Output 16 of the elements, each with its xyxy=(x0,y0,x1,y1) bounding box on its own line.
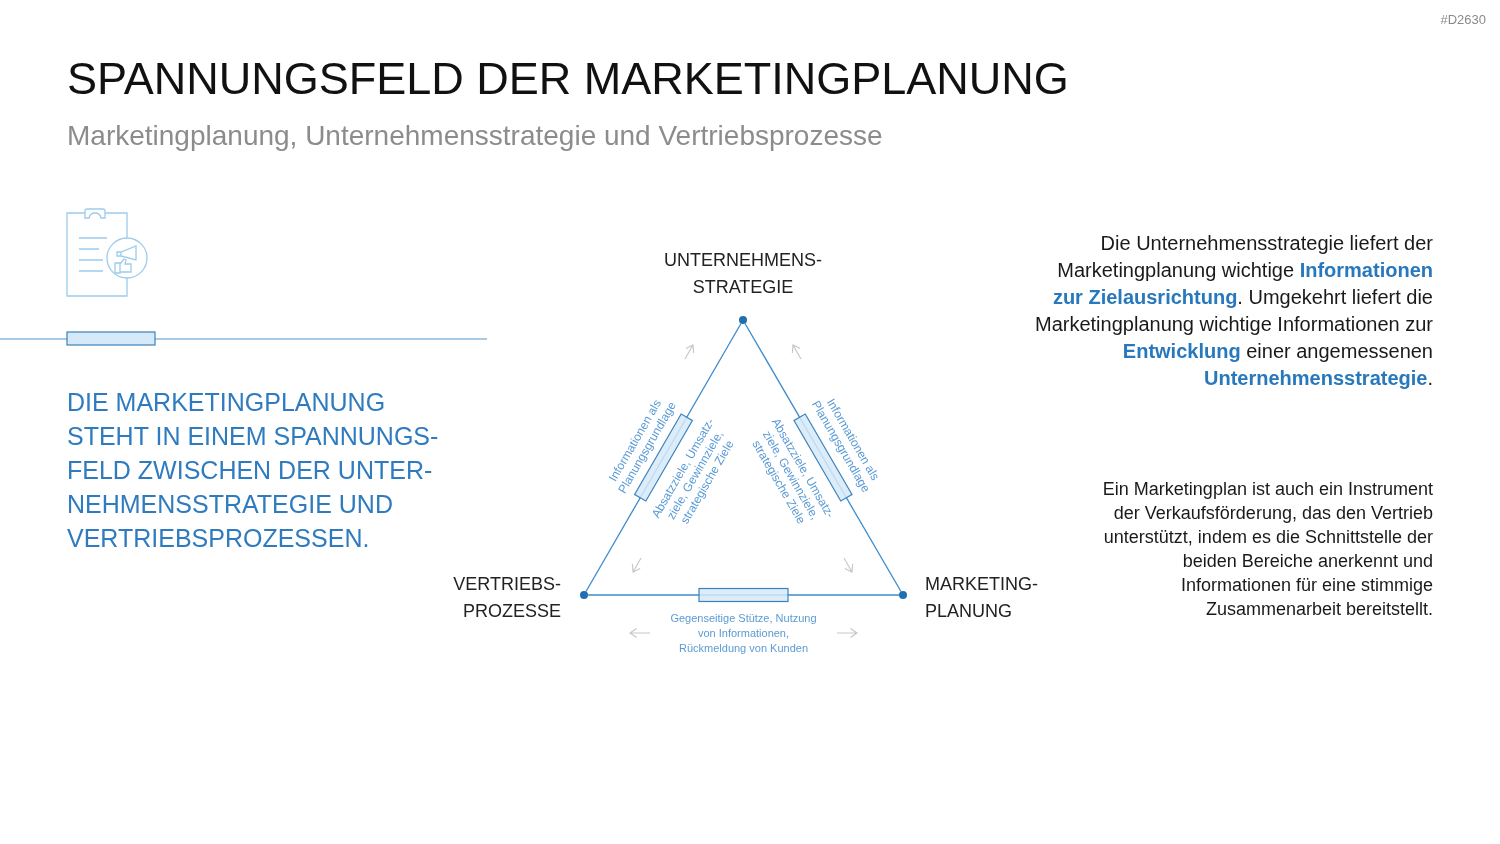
connector-line xyxy=(744,322,902,593)
connector-line xyxy=(585,322,742,593)
intro-statement: DIE MARKETINGPLANUNG STEHT IN EINEM SPANNUNGS- FELD ZWISCHEN DER UNTER- NEHMENSSTRATEGIE UND VERTRIEBSPROZESSEN. xyxy=(67,387,440,554)
paragraph: Ein Marketingplan ist auch ein Instrument der Verkaufsförderung, das den Vertrieb unterstützt, indem es die Schnittstelle der beiden Bereiche anerkennt und Informationen für eine stimmige Zusammenarbeit bereitstellt. xyxy=(1101,478,1433,621)
subtitle: Marketingplanung, Unternehmensstrategie und Vertriebsprozesse xyxy=(67,119,884,153)
vertex-label: VERTRIEBS- PROZESSE xyxy=(452,573,561,623)
page-title: SPANNUNGSFELD DER MARKETINGPLANUNG xyxy=(67,52,1069,106)
connector-line xyxy=(587,587,900,603)
slide-number: #D2630 xyxy=(1439,11,1486,29)
edge-label: Gegenseitige Stütze, Nutzung von Informationen, Rückmeldung von Kunden xyxy=(669,610,818,656)
vertex-dot xyxy=(580,591,588,599)
vertex-dot xyxy=(899,591,907,599)
vertex-label: MARKETING- PLANUNG xyxy=(925,573,1039,623)
vertex-dot xyxy=(739,316,747,324)
paragraph: Die Unternehmensstrategie liefert der Marketingplanung wichtige Informationen zur Zielausrichtung. Umgekehrt liefert die Marketingplanung wichtige Informationen zur Entwicklung einer angemessenen Unternehmensstrategie. xyxy=(1034,231,1433,391)
vertex-label: UNTERNEHMENS- STRATEGIE xyxy=(663,249,823,299)
